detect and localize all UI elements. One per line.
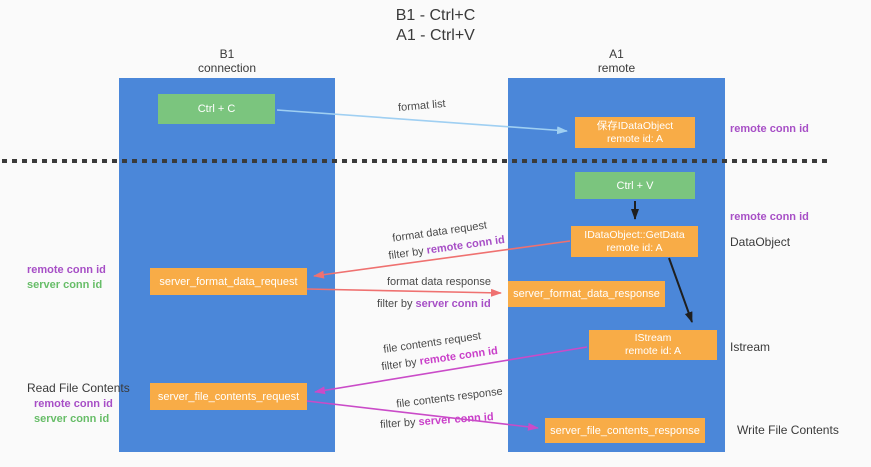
filter-key-server-conn-id-2: server conn id <box>418 411 494 429</box>
label-filter-by-server-conn-id-2: filter by server conn id <box>380 411 494 431</box>
filter-prefix-3: filter by <box>380 355 421 374</box>
title-line-1: B1 - Ctrl+C <box>395 7 476 24</box>
lane-a1-role: remote <box>597 61 636 75</box>
arrow-format-data-response <box>306 288 502 297</box>
label-remote-conn-id-mid: remote conn id <box>730 211 809 223</box>
label-istream: Istream <box>730 340 771 354</box>
node-server-format-data-request-label: server_format_data_request <box>159 275 298 288</box>
title-line-2: A1 - Ctrl+V <box>396 27 475 44</box>
node-server-file-contents-request-label: server_file_contents_request <box>157 390 300 403</box>
lane-header-b1: B1 connection <box>119 47 335 75</box>
label-write-file-contents: Write File Contents <box>737 423 839 437</box>
label-left-server-conn-id-2: server conn id <box>34 413 110 425</box>
label-format-list: format list <box>397 97 447 115</box>
node-server-format-data-response-label: server_format_data_response <box>513 288 660 300</box>
node-server-file-contents-request: server_file_contents_request <box>150 383 307 410</box>
node-istream-line1: IStream <box>634 332 672 344</box>
node-ctrl-v-label: Ctrl + V <box>616 179 654 192</box>
label-left-server-conn-id-1: server conn id <box>27 279 103 291</box>
node-server-file-contents-response-label: server_file_contents_response <box>550 424 700 437</box>
node-ctrl-c-label: Ctrl + C <box>197 103 236 115</box>
node-istream: IStream remote id: A <box>589 330 717 360</box>
diagram-title: B1 - Ctrl+C A1 - Ctrl+V <box>0 6 871 46</box>
label-left-remote-conn-id-1: remote conn id <box>27 264 106 276</box>
lane-b1-role: connection <box>197 61 257 75</box>
label-left-remote-conn-id-2: remote conn id <box>34 398 113 410</box>
node-ctrl-v: Ctrl + V <box>575 172 695 199</box>
filter-prefix-4: filter by <box>379 416 419 431</box>
label-dataobject: DataObject <box>730 235 791 249</box>
node-getdata-line1: IDataObject::GetData <box>584 228 685 241</box>
node-istream-line2: remote id: A <box>624 345 682 357</box>
node-server-format-data-request: server_format_data_request <box>150 268 307 295</box>
lane-a1-name: A1 <box>609 47 624 61</box>
filter-prefix-1: filter by <box>387 244 428 263</box>
filter-key-server-conn-id-1: server conn id <box>415 298 491 310</box>
node-getdata-line2: remote id: A <box>606 241 663 254</box>
filter-prefix-2: filter by <box>377 298 416 310</box>
lane-b1-name: B1 <box>219 47 235 61</box>
node-server-format-data-response: server_format_data_response <box>508 281 665 307</box>
label-read-file-contents: Read File Contents <box>27 381 130 395</box>
node-save-idataobject: 保存IDataObject remote id: A <box>575 117 695 148</box>
node-ctrl-c: Ctrl + C <box>158 94 275 124</box>
node-save-idataobject-line2: remote id: A <box>606 132 664 145</box>
node-server-file-contents-response: server_file_contents_response <box>545 418 705 443</box>
phase-separator-dashed-line <box>2 159 832 163</box>
node-idataobject-getdata: IDataObject::GetData remote id: A <box>571 226 698 257</box>
lane-header-a1: A1 remote <box>508 47 725 75</box>
node-save-idataobject-line1: 保存IDataObject <box>596 119 674 132</box>
label-filter-by-server-conn-id-1: filter by server conn id <box>377 298 491 310</box>
label-format-data-response: format data response <box>387 276 491 288</box>
label-file-contents-response: file contents response <box>395 385 504 411</box>
label-remote-conn-id-top: remote conn id <box>730 123 809 135</box>
